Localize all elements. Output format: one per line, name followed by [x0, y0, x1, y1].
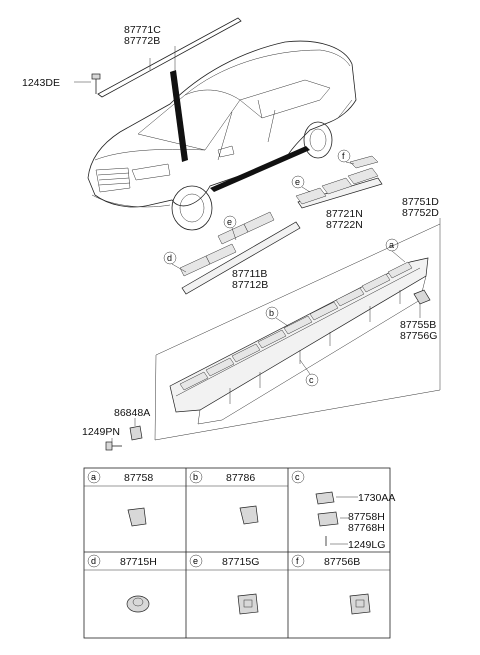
- clip-1730aa-icon: [315, 491, 335, 505]
- svg-text:e: e: [295, 177, 300, 187]
- bracket-87755b-icon: [413, 289, 431, 318]
- label-87711b: 87711B: [232, 268, 267, 280]
- label-87756g: 87756G: [400, 330, 437, 342]
- rear-trim-part: [295, 155, 383, 209]
- clip-87758-icon: [127, 507, 147, 527]
- clip-86848a-icon: [129, 425, 143, 441]
- svg-text:b: b: [269, 308, 274, 318]
- svg-text:e: e: [227, 217, 232, 227]
- callout-b: b: [265, 306, 289, 327]
- callout-e-front: e: [223, 215, 237, 241]
- callout-f: f: [337, 149, 355, 165]
- callout-e-rear: e: [291, 175, 311, 193]
- part-87786: 87786: [226, 472, 255, 484]
- svg-text:c: c: [295, 472, 300, 482]
- svg-text:d: d: [91, 556, 96, 566]
- table-cell-a: a 87758: [87, 470, 153, 527]
- label-87712b: 87712B: [232, 279, 268, 291]
- label-87755b: 87755B: [400, 319, 436, 331]
- table-cell-f: f 87756B: [291, 554, 371, 615]
- label-87752d: 87752D: [402, 207, 439, 219]
- label-86848a: 86848A: [114, 407, 150, 419]
- part-1730aa: 1730AA: [358, 492, 395, 504]
- parts-table: a 87758 b 87786 c 1730AA 87758H 87768H 1…: [83, 467, 395, 639]
- side-sill-part: [169, 257, 429, 425]
- label-87721n: 87721N: [326, 208, 363, 220]
- part-87715g: 87715G: [222, 556, 259, 568]
- clip-87756b-icon: [349, 593, 371, 615]
- label-87771c: 87771C: [124, 24, 161, 36]
- label-87722n: 87722N: [326, 219, 363, 231]
- svg-text:c: c: [309, 375, 314, 385]
- callout-a: a: [385, 238, 406, 263]
- car-illustration: [87, 17, 357, 231]
- part-87768h: 87768H: [348, 522, 385, 534]
- screw-1249pn-icon: [105, 441, 122, 451]
- label-87772b: 87772B: [124, 35, 160, 47]
- svg-text:a: a: [389, 240, 394, 250]
- svg-text:f: f: [342, 151, 345, 161]
- part-87758: 87758: [124, 472, 153, 484]
- table-cell-b: b 87786: [189, 470, 259, 525]
- clip-87715h-icon: [126, 595, 150, 613]
- side-sill-frame: [154, 223, 441, 441]
- svg-text:e: e: [193, 556, 198, 566]
- svg-text:b: b: [193, 472, 198, 482]
- svg-text:d: d: [167, 253, 172, 263]
- clip-87715g-icon: [237, 593, 259, 615]
- label-1243de: 1243DE: [22, 77, 60, 89]
- table-cell-e: e 87715G: [189, 554, 259, 615]
- clip-87758h-icon: [317, 511, 339, 527]
- label-87751d: 87751D: [402, 196, 439, 208]
- label-1249pn: 1249PN: [82, 426, 120, 438]
- part-87715h: 87715H: [120, 556, 157, 568]
- svg-text:f: f: [296, 556, 299, 566]
- table-cell-c: c 1730AA 87758H 87768H 1249LG: [291, 470, 395, 551]
- callout-d: d: [163, 251, 187, 273]
- table-cell-d: d 87715H: [87, 554, 157, 613]
- part-87758h: 87758H: [348, 511, 385, 523]
- clip-87786-icon: [239, 505, 259, 525]
- svg-text:a: a: [91, 472, 96, 482]
- part-1249lg: 1249LG: [348, 539, 385, 551]
- callout-c: c: [299, 359, 319, 387]
- front-trim-part: [179, 211, 301, 295]
- part-87756b: 87756B: [324, 556, 360, 568]
- screw-1243de-icon: [91, 73, 101, 94]
